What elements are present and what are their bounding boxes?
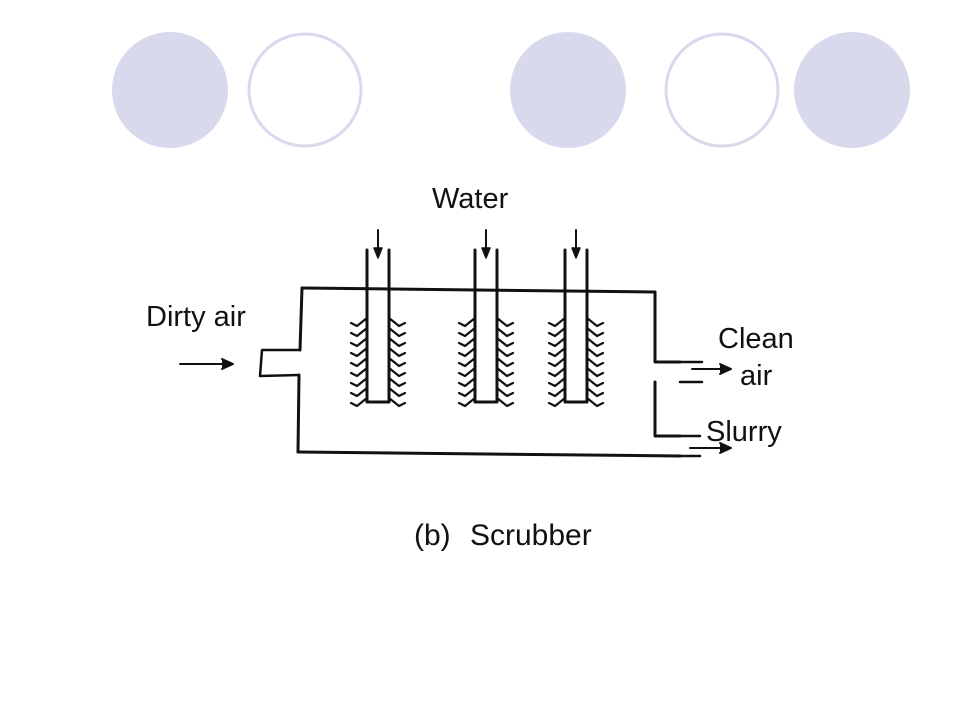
decor-circle-filled: [112, 32, 228, 148]
clean-air-outlet-duct: [678, 360, 704, 384]
pipe-body: [563, 248, 589, 404]
slurry-outlet-arrow: [689, 442, 732, 454]
spray-nozzles: [349, 316, 407, 408]
decor-circle-outline: [247, 32, 363, 148]
clean-air-outlet-arrow: [691, 363, 732, 375]
housing-bottom-wall: [296, 450, 682, 458]
water-spray-pipes: [349, 229, 605, 408]
water-inflow-arrowhead: [373, 247, 383, 259]
pipe-body: [473, 248, 499, 404]
decorative-circles: [112, 32, 910, 148]
dirty-air-label: Dirty air: [146, 301, 246, 333]
housing-left-wall-upper: [298, 286, 304, 352]
decor-circle-filled: [510, 32, 626, 148]
inlet-duct: [258, 348, 302, 378]
decor-circle-outline: [664, 32, 780, 148]
clean-air-label: air: [740, 360, 773, 392]
slurry-outlet-duct: [678, 434, 702, 458]
spray-nozzles: [457, 316, 515, 408]
water-pipe: [349, 229, 407, 408]
water-pipe: [547, 229, 605, 408]
pipe-body: [365, 248, 391, 404]
clean-label: Clean: [718, 323, 794, 355]
housing-right-wall-lower: [653, 380, 682, 438]
scrubber-diagram: [179, 229, 732, 458]
water-inflow-arrowhead: [571, 247, 581, 259]
housing-right-wall: [653, 290, 682, 364]
water-inflow-arrowhead: [481, 247, 491, 259]
water-label: Water: [432, 183, 509, 215]
slurry-label: Slurry: [706, 416, 782, 448]
spray-nozzles: [547, 316, 605, 408]
housing-top-wall: [300, 286, 657, 294]
decor-circle-filled: [794, 32, 910, 148]
housing-left-wall-lower: [296, 373, 301, 454]
caption-title: Scrubber: [470, 519, 592, 552]
dirty-air-inlet-arrow: [179, 358, 234, 370]
caption-tag: (b): [414, 519, 451, 552]
water-pipe: [457, 229, 515, 408]
